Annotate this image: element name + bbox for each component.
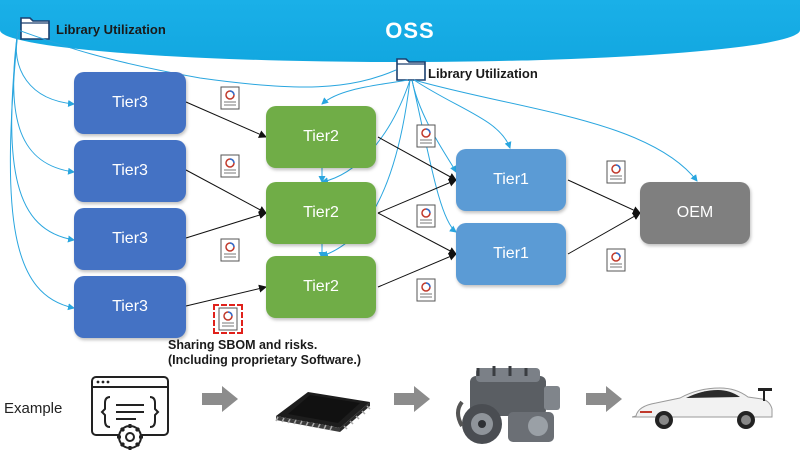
oss-banner: OSS xyxy=(0,0,800,62)
lib-line xyxy=(9,29,75,311)
lib-line xyxy=(17,29,397,88)
oem-node: OEM xyxy=(640,182,750,244)
sbom-document-icon xyxy=(220,238,240,262)
tier1-node: Tier1 xyxy=(456,223,566,285)
sbom-note: Sharing SBOM and risks. (Including propr… xyxy=(168,338,361,368)
tier2-node: Tier2 xyxy=(266,106,376,168)
flow-arrow xyxy=(377,212,457,255)
sbom-note-line2: (Including proprietary Software.) xyxy=(168,353,362,367)
lib-line xyxy=(411,79,457,233)
tier3-node: Tier3 xyxy=(74,140,186,202)
flow-arrow xyxy=(185,284,267,307)
car-icon xyxy=(631,382,776,430)
lib-line xyxy=(13,29,75,175)
tier3-node: Tier3 xyxy=(74,208,186,270)
sbom-highlight-box xyxy=(213,304,243,334)
flow-arrow xyxy=(185,169,267,214)
tier2-node: Tier2 xyxy=(266,182,376,244)
sbom-document-icon xyxy=(220,86,240,110)
flow-arrow xyxy=(185,211,267,239)
flow-arrow xyxy=(567,212,641,255)
software-icon xyxy=(90,375,170,451)
lib-line xyxy=(15,29,75,107)
library-utilization-label-top: Library Utilization xyxy=(56,22,166,37)
tier3-node: Tier3 xyxy=(74,72,186,134)
flow-arrow xyxy=(377,253,457,288)
sbom-document-icon xyxy=(416,278,436,302)
sbom-document-icon xyxy=(606,160,626,184)
flow-arrow xyxy=(377,136,457,181)
right-arrow-icon xyxy=(202,386,238,412)
flow-arrow xyxy=(377,179,457,214)
example-label: Example xyxy=(4,400,63,417)
flow-arrow xyxy=(185,101,267,138)
sbom-document-icon xyxy=(416,124,436,148)
tier2-node: Tier2 xyxy=(266,256,376,318)
oss-title: OSS xyxy=(385,18,435,43)
right-arrow-icon xyxy=(586,386,622,412)
sbom-document-icon xyxy=(220,154,240,178)
sbom-note-line1: Sharing SBOM and risks. xyxy=(168,338,318,352)
sbom-document-icon xyxy=(416,204,436,228)
tier1-node: Tier1 xyxy=(456,149,566,211)
chip-icon xyxy=(270,384,376,434)
lib-line xyxy=(11,29,75,243)
engine-icon xyxy=(448,362,568,451)
sbom-document-icon xyxy=(606,248,626,272)
library-utilization-label-mid: Library Utilization xyxy=(428,66,538,81)
lib-line xyxy=(321,79,409,105)
sbom-document-icon xyxy=(218,307,238,331)
lib-line xyxy=(413,79,698,182)
tier3-node: Tier3 xyxy=(74,276,186,338)
folder-icon xyxy=(396,55,426,81)
flow-arrow xyxy=(567,179,641,214)
right-arrow-icon xyxy=(394,386,430,412)
lib-line xyxy=(321,79,411,258)
lib-line xyxy=(413,79,512,149)
